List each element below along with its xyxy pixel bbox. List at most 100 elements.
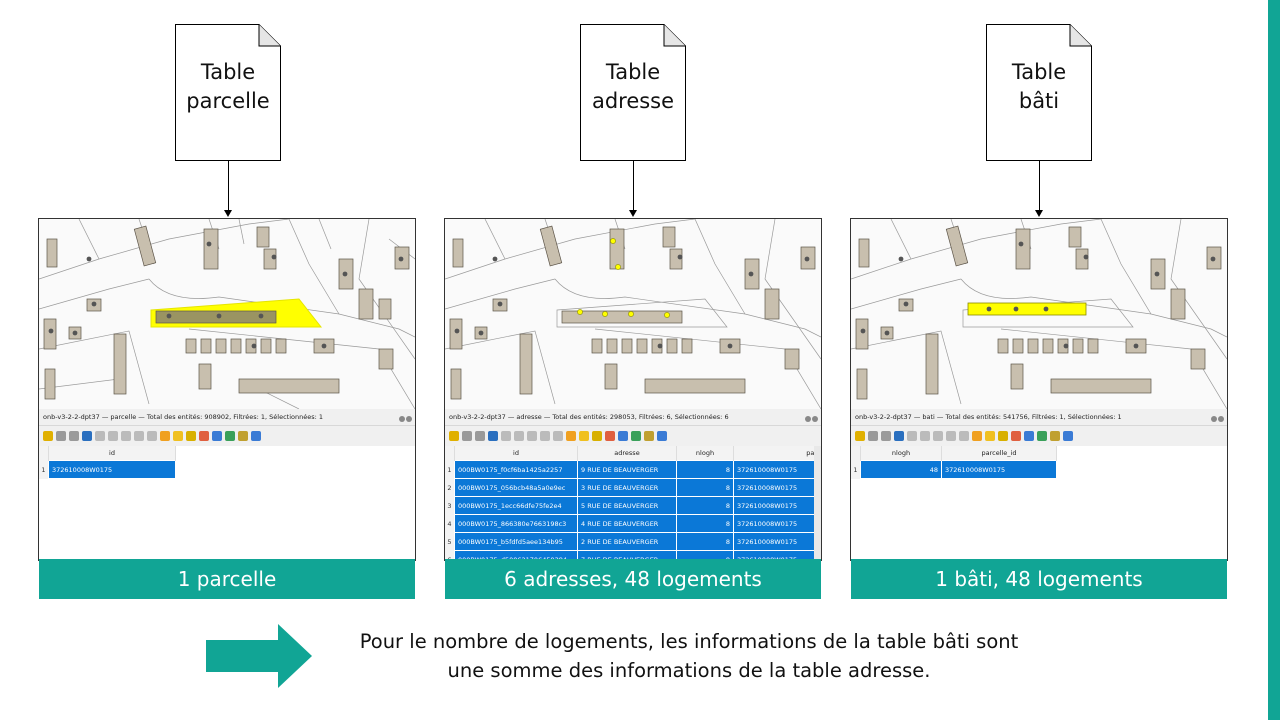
delete-icon[interactable] (920, 431, 930, 441)
column-header-parcelle[interactable]: par (733, 446, 819, 461)
move-selection-top-icon[interactable] (631, 431, 641, 441)
edit-pencil-icon[interactable] (855, 431, 865, 441)
float-icon[interactable] (399, 416, 405, 422)
cell-adresse[interactable]: 2 RUE DE BEAUVERGER (577, 532, 677, 551)
move-selection-top-icon[interactable] (1037, 431, 1047, 441)
cell-id[interactable]: 000BW0175_1ecc66dfe75fe2e4 (454, 496, 578, 515)
table-row[interactable]: 1 372610008W0175 (39, 460, 176, 479)
row-number[interactable]: 2 (445, 478, 455, 497)
column-header-id[interactable]: id (454, 446, 578, 461)
cut-icon[interactable] (527, 431, 537, 441)
add-feature-icon[interactable] (907, 431, 917, 441)
deselect-icon[interactable] (199, 431, 209, 441)
column-header-nlogh[interactable]: nlogh (676, 446, 734, 461)
select-expression-icon[interactable] (972, 431, 982, 441)
row-number[interactable]: 4 (445, 514, 455, 533)
column-header-nlogh[interactable]: nlogh (860, 446, 942, 461)
cell-adresse[interactable]: 3 RUE DE BEAUVERGER (577, 478, 677, 497)
cell-nlogh[interactable]: 8 (676, 532, 734, 551)
select-expression-icon[interactable] (566, 431, 576, 441)
add-feature-icon[interactable] (95, 431, 105, 441)
cell-parcelle-id[interactable]: 372610008W0175 (941, 460, 1057, 479)
column-header-adresse[interactable]: adresse (577, 446, 677, 461)
invert-selection-icon[interactable] (592, 431, 602, 441)
cell-nlogh[interactable]: 8 (676, 496, 734, 515)
zoom-to-selection-icon[interactable] (251, 431, 261, 441)
filter-icon[interactable] (1024, 431, 1034, 441)
deselect-icon[interactable] (1011, 431, 1021, 441)
cut-icon[interactable] (121, 431, 131, 441)
cell-id[interactable]: 000BW0175_f0cf6ba1425a2257 (454, 460, 578, 479)
reload-icon[interactable] (488, 431, 498, 441)
paste-icon[interactable] (959, 431, 969, 441)
save-icon[interactable] (56, 431, 66, 441)
edit-pencil-icon[interactable] (449, 431, 459, 441)
row-number[interactable]: 3 (445, 496, 455, 515)
filter-icon[interactable] (618, 431, 628, 441)
pan-to-selection-icon[interactable] (644, 431, 654, 441)
close-icon[interactable] (406, 416, 412, 422)
vertical-scrollbar[interactable] (814, 446, 821, 560)
cell-nlogh[interactable]: 8 (676, 514, 734, 533)
close-icon[interactable] (1218, 416, 1224, 422)
cell-adresse[interactable]: 4 RUE DE BEAUVERGER (577, 514, 677, 533)
row-number[interactable]: 5 (445, 532, 455, 551)
save-edits-icon[interactable] (69, 431, 79, 441)
pan-to-selection-icon[interactable] (1050, 431, 1060, 441)
save-edits-icon[interactable] (881, 431, 891, 441)
edit-pencil-icon[interactable] (43, 431, 53, 441)
reload-icon[interactable] (82, 431, 92, 441)
delete-icon[interactable] (108, 431, 118, 441)
cell-nlogh[interactable]: 8 (676, 478, 734, 497)
map-view[interactable] (39, 219, 415, 409)
cell-parcelle[interactable]: 372610008W0175 (733, 478, 819, 497)
row-number[interactable]: 1 (39, 460, 49, 479)
select-expression-icon[interactable] (160, 431, 170, 441)
float-icon[interactable] (805, 416, 811, 422)
filter-icon[interactable] (212, 431, 222, 441)
cell-nlogh[interactable]: 48 (860, 460, 942, 479)
column-header-parcelle-id[interactable]: parcelle_id (941, 446, 1057, 461)
row-number[interactable]: 6 (445, 550, 455, 560)
invert-selection-icon[interactable] (186, 431, 196, 441)
save-icon[interactable] (868, 431, 878, 441)
copy-icon[interactable] (946, 431, 956, 441)
float-icon[interactable] (1211, 416, 1217, 422)
copy-icon[interactable] (540, 431, 550, 441)
cell-id[interactable]: 000BW0175_866380e7663198c3 (454, 514, 578, 533)
select-all-icon[interactable] (579, 431, 589, 441)
deselect-icon[interactable] (605, 431, 615, 441)
add-feature-icon[interactable] (501, 431, 511, 441)
cell-adresse[interactable]: 5 RUE DE BEAUVERGER (577, 496, 677, 515)
cell-parcelle[interactable]: 372610008W0175 (733, 532, 819, 551)
cell-id[interactable]: 372610008W0175 (48, 460, 176, 479)
paste-icon[interactable] (147, 431, 157, 441)
row-number[interactable]: 1 (445, 460, 455, 479)
paste-icon[interactable] (553, 431, 563, 441)
copy-icon[interactable] (134, 431, 144, 441)
map-view[interactable] (445, 219, 821, 409)
cut-icon[interactable] (933, 431, 943, 441)
cell-id[interactable]: 000BW0175_b5fdfd5aee134b95 (454, 532, 578, 551)
invert-selection-icon[interactable] (998, 431, 1008, 441)
table-row[interactable]: 1 48 372610008W0175 (851, 460, 1057, 479)
cell-id[interactable]: 000BW0175_056bcb48a5a0e9ec (454, 478, 578, 497)
move-selection-top-icon[interactable] (225, 431, 235, 441)
cell-parcelle[interactable]: 372610008W0175 (733, 460, 819, 479)
map-view[interactable] (851, 219, 1227, 409)
reload-icon[interactable] (894, 431, 904, 441)
save-icon[interactable] (462, 431, 472, 441)
delete-icon[interactable] (514, 431, 524, 441)
select-all-icon[interactable] (173, 431, 183, 441)
row-number[interactable]: 1 (851, 460, 861, 479)
close-icon[interactable] (812, 416, 818, 422)
save-edits-icon[interactable] (475, 431, 485, 441)
cell-nlogh[interactable]: 8 (676, 460, 734, 479)
cell-parcelle[interactable]: 372610008W0175 (733, 496, 819, 515)
column-header-id[interactable]: id (48, 446, 176, 461)
